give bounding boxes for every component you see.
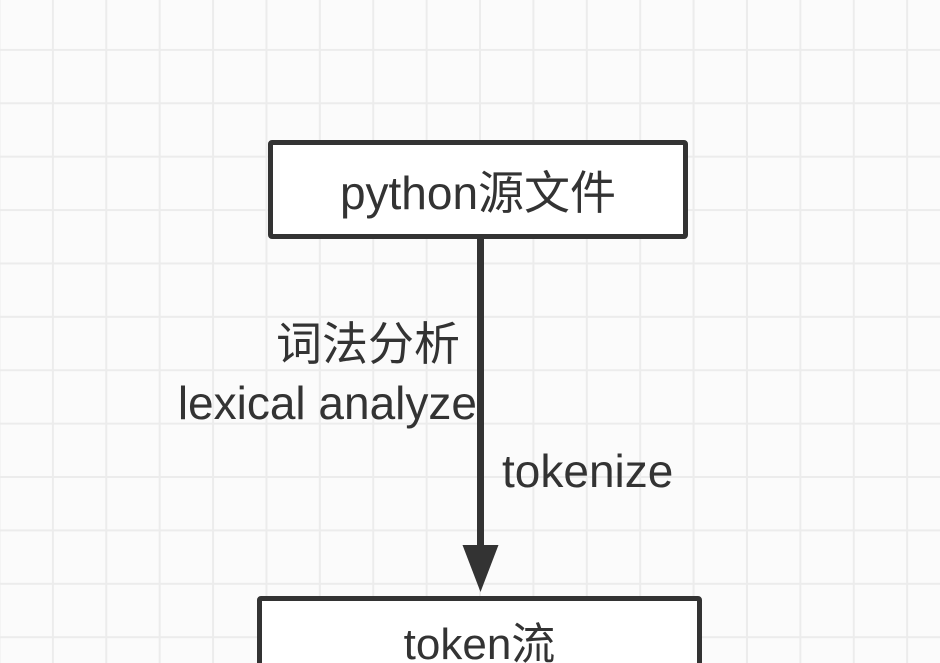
edge-label-tokenize: tokenize <box>502 445 674 497</box>
node-python-source[interactable]: python源文件 <box>268 140 688 239</box>
node-token-stream[interactable]: token流 <box>257 596 702 663</box>
edge-label-lexical-analyze-en: lexical analyze <box>177 377 477 429</box>
edge-label-lexical-analysis-zh: 词法分析 <box>276 318 460 370</box>
node-python-source-label: python源文件 <box>339 166 617 219</box>
edge-arrowhead-icon <box>462 545 499 592</box>
node-token-stream-label: token流 <box>403 619 556 663</box>
